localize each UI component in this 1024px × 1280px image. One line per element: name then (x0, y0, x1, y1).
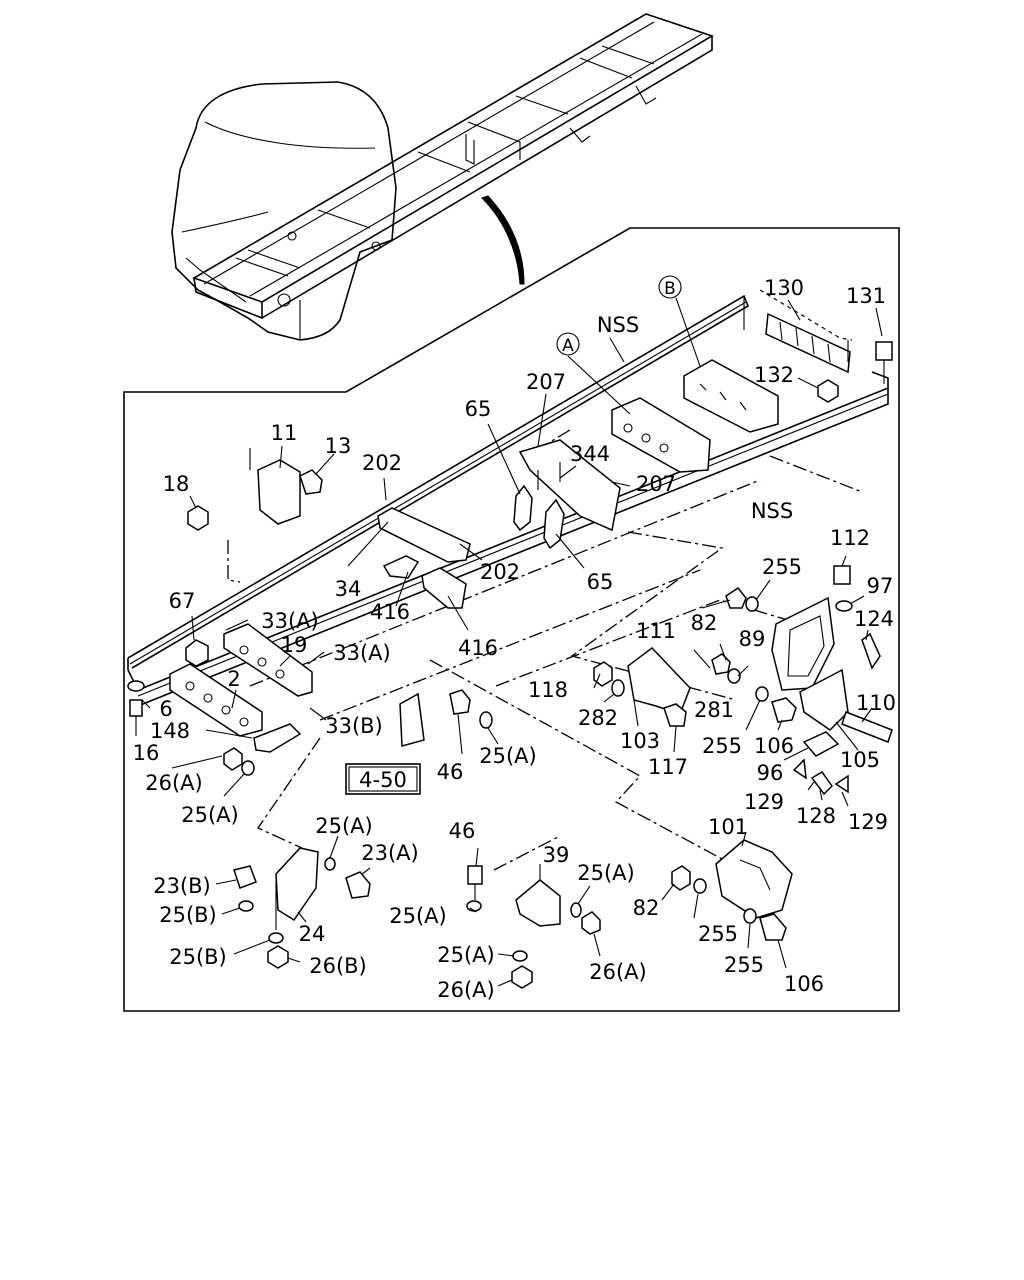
callout-p118: 118 (528, 678, 568, 702)
callout-p6: 6 (159, 697, 172, 721)
callout-p39: 39 (543, 843, 570, 867)
callout-p131: 131 (846, 284, 886, 308)
svg-text:B: B (664, 279, 676, 299)
leader-lines (141, 297, 883, 987)
callout-p117: 117 (648, 755, 688, 779)
callout-p25a6: 25(A) (437, 943, 494, 967)
detail-frame (123, 227, 900, 1012)
svg-text:4-50: 4-50 (359, 768, 407, 792)
callout-p34: 34 (335, 577, 362, 601)
parts-group (127, 312, 893, 989)
callout-p207a: 207 (526, 370, 566, 394)
svg-text:A: A (562, 336, 574, 356)
callout-p416a: 416 (370, 600, 410, 624)
circle-marker-b: B (658, 275, 682, 299)
callout-p25b2: 25(B) (169, 945, 227, 969)
callout-p65b: 65 (587, 570, 614, 594)
callout-p26b: 26(B) (309, 954, 367, 978)
callout-p129a: 129 (744, 790, 784, 814)
callout-p25a4: 25(A) (577, 861, 634, 885)
callout-p255a: 255 (762, 555, 802, 579)
callout-nss-upper: NSS (597, 313, 639, 337)
callout-p281: 281 (694, 698, 734, 722)
callout-p106b: 106 (784, 972, 824, 996)
callout-p148: 148 (150, 719, 190, 743)
callout-p105: 105 (840, 748, 880, 772)
callout-p112: 112 (830, 526, 870, 550)
callout-p25a3: 25(A) (315, 814, 372, 838)
callout-p67: 67 (169, 589, 196, 613)
callout-nss-lower: NSS (751, 499, 793, 523)
callout-p202a: 202 (362, 451, 402, 475)
callout-p33b: 33(B) (325, 714, 383, 738)
callout-p33a2: 33(A) (333, 641, 390, 665)
callout-p106a: 106 (754, 734, 794, 758)
callout-p26a1: 26(A) (145, 771, 202, 795)
callout-p255c: 255 (698, 922, 738, 946)
callout-p255d: 255 (724, 953, 764, 977)
callout-p65a: 65 (465, 397, 492, 421)
callout-p130: 130 (764, 276, 804, 300)
reference-box[interactable]: 4-50 (345, 763, 421, 795)
callout-p25b1: 25(B) (159, 903, 217, 927)
callout-p255b: 255 (702, 734, 742, 758)
callout-p103: 103 (620, 729, 660, 753)
callout-p24: 24 (299, 922, 326, 946)
callout-p25a5: 25(A) (389, 904, 446, 928)
callout-p101: 101 (708, 815, 748, 839)
callout-p16: 16 (133, 741, 160, 765)
callout-p26a3: 26(A) (589, 960, 646, 984)
callout-p282: 282 (578, 706, 618, 730)
callout-p124: 124 (854, 607, 894, 631)
callout-p416b: 416 (458, 636, 498, 660)
callout-p132: 132 (754, 363, 794, 387)
callout-p129b: 129 (848, 810, 888, 834)
callout-p89: 89 (739, 627, 766, 651)
callout-p96: 96 (757, 761, 784, 785)
callout-p82b: 82 (633, 896, 660, 920)
callout-p82a: 82 (691, 611, 718, 635)
callout-p19: 19 (281, 633, 308, 657)
callout-p128: 128 (796, 804, 836, 828)
callout-p46b: 46 (449, 819, 476, 843)
callout-p33a1: 33(A) (261, 609, 318, 633)
callout-p97: 97 (867, 574, 894, 598)
callout-p18: 18 (163, 472, 190, 496)
callout-p202b: 202 (480, 560, 520, 584)
callout-p344: 344 (570, 442, 610, 466)
callout-p207b: 207 (636, 472, 676, 496)
callout-p110: 110 (856, 691, 896, 715)
callout-p25a1: 25(A) (479, 744, 536, 768)
callout-p46a: 46 (437, 760, 464, 784)
callout-p26a2: 26(A) (437, 978, 494, 1002)
circle-marker-a: A (556, 332, 580, 356)
callout-p11: 11 (271, 421, 298, 445)
truck-overview-illustration (171, 13, 714, 341)
callout-p13: 13 (325, 434, 352, 458)
callout-p23a: 23(A) (361, 841, 418, 865)
callout-labels: NSS NSS 130 131 132 207 207 65 65 344 11 13 202 202 18… (133, 276, 896, 1002)
callout-p111: 111 (636, 619, 676, 643)
callout-p25a2: 25(A) (181, 803, 238, 827)
callout-p23b: 23(B) (153, 874, 211, 898)
callout-p2: 2 (227, 667, 240, 691)
zoom-pointer-arrow (481, 195, 525, 285)
